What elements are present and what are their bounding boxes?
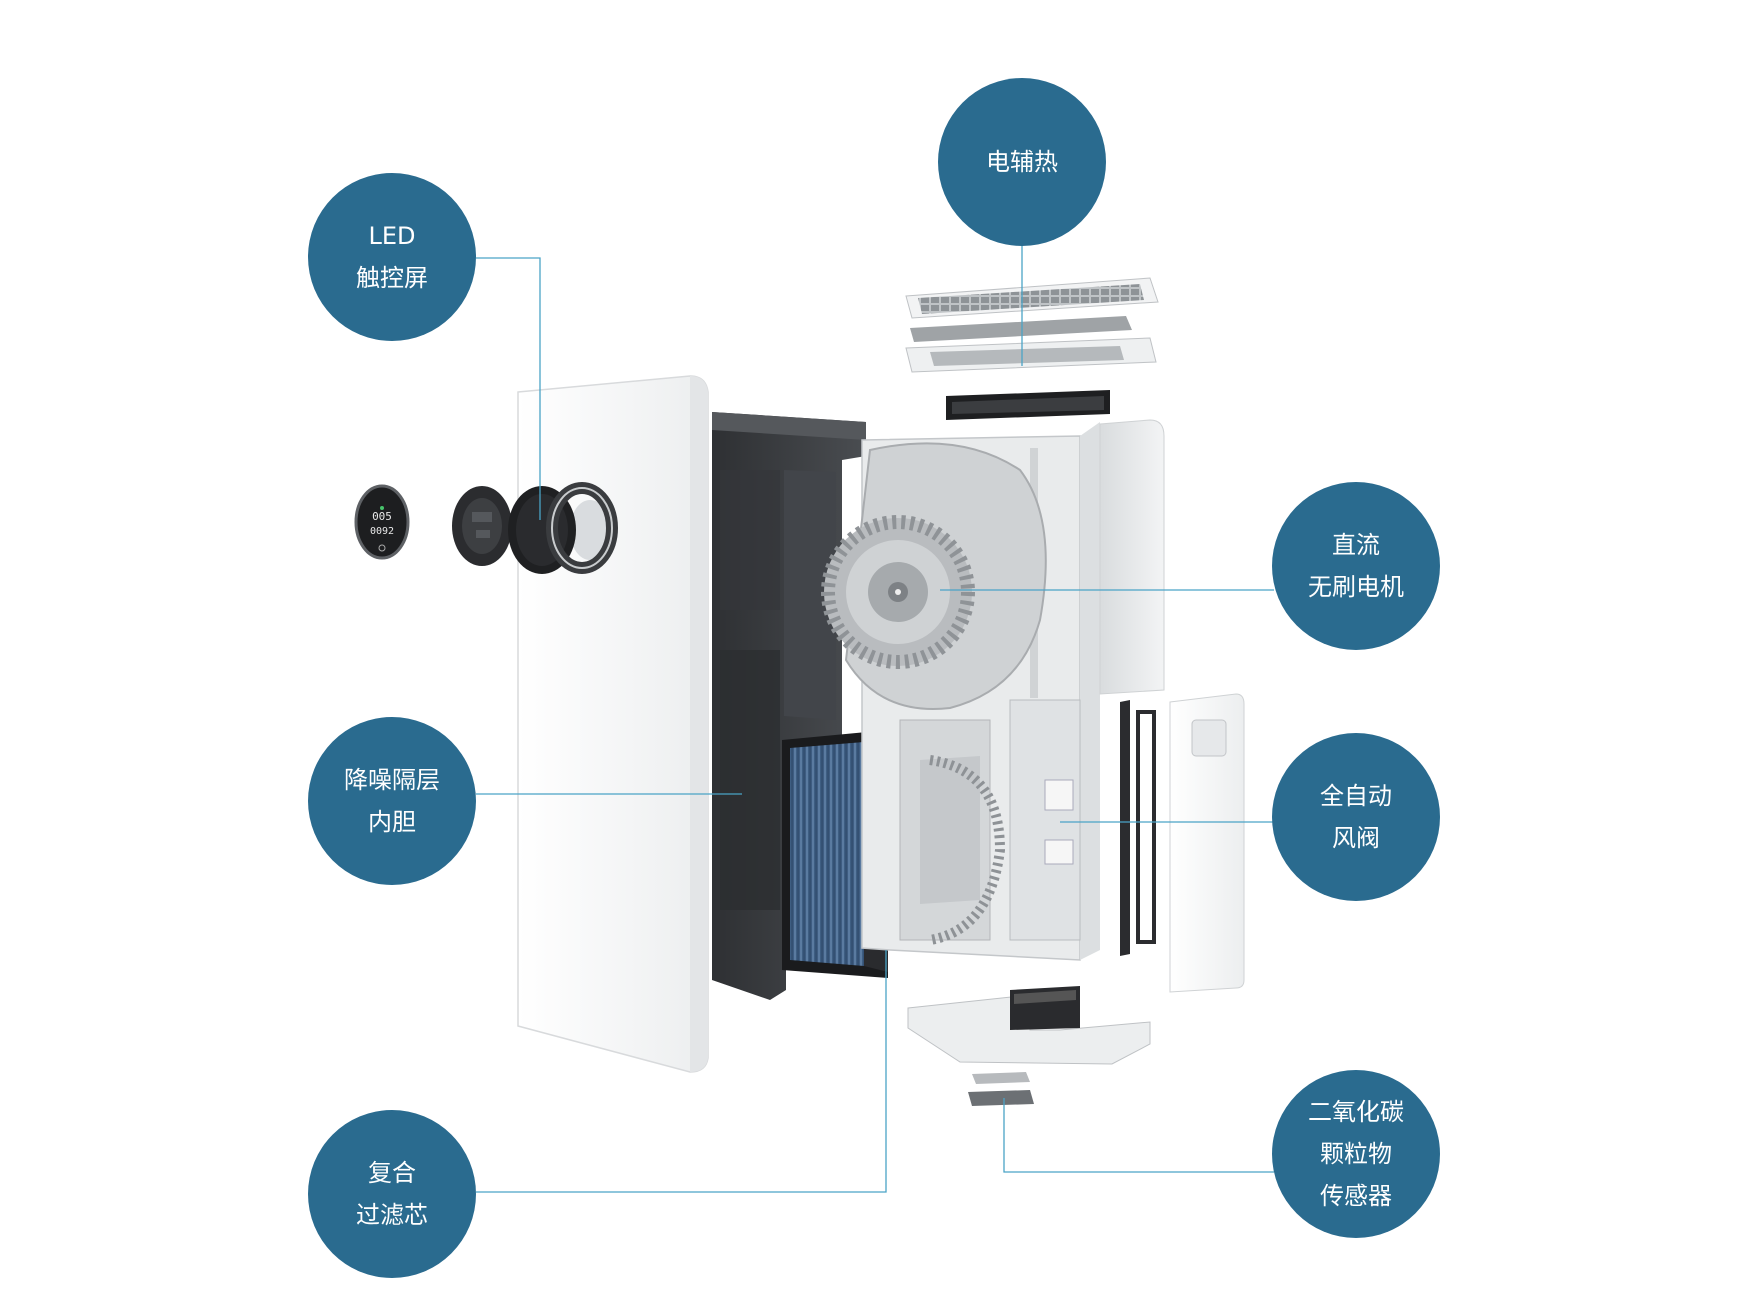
callout-label-line: LED — [368, 222, 416, 250]
callout-label-line: 无刷电机 — [1308, 573, 1404, 601]
dc-brushless-motor-fan — [821, 442, 1047, 710]
front-panel — [517, 375, 709, 1073]
callout-auto-damper: 全自动 风阀 — [1272, 733, 1440, 901]
callout-label-line: 二氧化碳 — [1308, 1098, 1404, 1126]
callout-electric-heater: 电辅热 — [938, 78, 1106, 246]
callout-label-line: 触控屏 — [356, 264, 428, 292]
callout-label-line: 直流 — [1332, 531, 1380, 559]
callout-label-line: 颗粒物 — [1320, 1140, 1392, 1168]
callout-label-line: 传感器 — [1320, 1182, 1392, 1210]
leader-led-touchscreen — [476, 257, 541, 520]
co2-particle-sensor-part — [968, 1090, 1034, 1106]
leader-composite-filter — [476, 950, 887, 1193]
leader-lines — [476, 244, 1274, 1193]
led-display-disc — [354, 484, 410, 560]
callout-noise-reduction-liner: 降噪隔层 内胆 — [308, 717, 476, 885]
display-readout-line1: 005 — [372, 510, 392, 523]
electric-heater-stack — [905, 277, 1159, 420]
callout-composite-filter: 复合 过滤芯 — [308, 1110, 476, 1278]
callout-label-line: 复合 — [368, 1159, 416, 1187]
lower-fan-assembly — [929, 755, 1006, 945]
leader-co2-sensor — [1003, 1098, 1274, 1173]
callout-led-touchscreen: LED 触控屏 — [308, 173, 476, 341]
callout-label-line: 过滤芯 — [356, 1201, 428, 1229]
callout-label-line: 全自动 — [1320, 782, 1392, 810]
auto-damper-part — [1120, 693, 1245, 993]
sensor-tray — [907, 986, 1151, 1106]
callout-co2-particle-sensor: 二氧化碳 颗粒物 传感器 — [1272, 1070, 1440, 1238]
noise-reduction-liner — [712, 412, 866, 1000]
touchscreen-parts: 005 0092 — [354, 482, 618, 574]
callout-label-line: 降噪隔层 — [344, 766, 440, 794]
callout-label-line: 风阀 — [1332, 824, 1380, 852]
callout-label-line: 内胆 — [368, 808, 416, 836]
callout-label-line: 电辅热 — [986, 148, 1058, 176]
display-readout-line2: 0092 — [370, 526, 394, 537]
callout-dc-brushless-motor: 直流 无刷电机 — [1272, 482, 1440, 650]
